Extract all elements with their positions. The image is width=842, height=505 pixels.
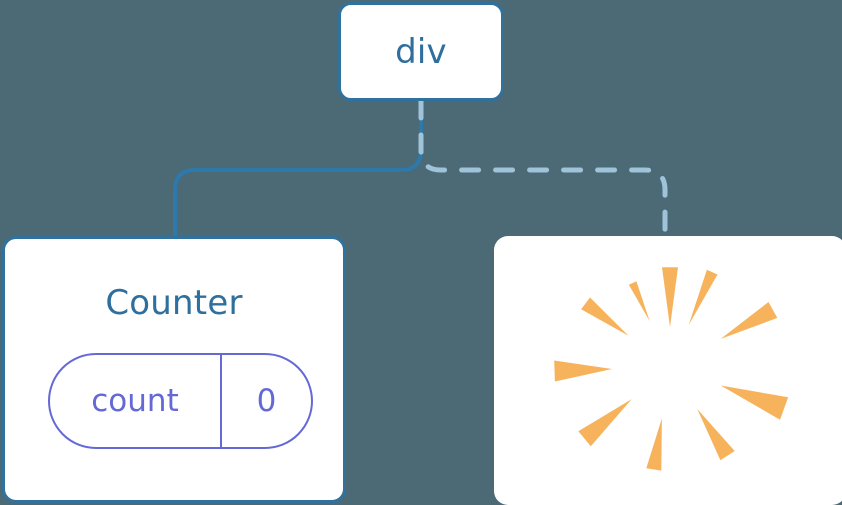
burst-ray-6 — [578, 399, 632, 447]
node-rerender-highlight[interactable] — [494, 236, 842, 505]
edge-root-to-highlight — [418, 98, 668, 241]
burst-ray-9 — [720, 385, 789, 420]
burst-ray-5 — [554, 360, 612, 382]
edge-root-to-counter — [173, 99, 423, 240]
burst-ray-7 — [646, 418, 662, 471]
burst-ray-1 — [688, 269, 718, 325]
node-counter[interactable]: Counter count 0 — [2, 236, 346, 503]
prop-chip-count[interactable]: count 0 — [48, 353, 313, 449]
prop-chip-value: 0 — [256, 383, 277, 419]
burst-ray-4 — [581, 297, 629, 336]
node-counter-label: Counter — [105, 283, 243, 323]
burst-ray-10 — [720, 302, 778, 339]
prop-chip-key: count — [50, 355, 222, 447]
burst-ray-3 — [628, 281, 650, 322]
node-div[interactable]: div — [338, 2, 504, 101]
node-div-label: div — [395, 31, 447, 72]
burst-ray-8 — [697, 408, 735, 461]
sparkle-burst-icon — [554, 267, 789, 471]
burst-ray-2 — [662, 267, 678, 327]
